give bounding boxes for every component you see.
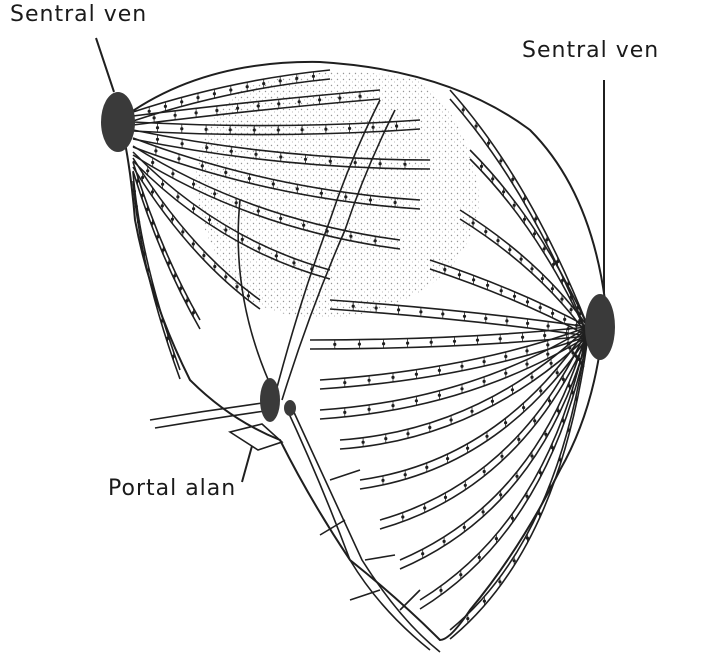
central-vein-left-shape <box>101 92 135 152</box>
leader-line-portal <box>242 446 252 482</box>
hepatocyte-cord <box>400 336 588 569</box>
hepatocyte-cord <box>310 327 588 340</box>
leader-line-left <box>96 38 114 92</box>
hepatocyte-cord <box>330 309 588 336</box>
portal-area-label: Portal alan <box>108 476 236 501</box>
hepatocyte-cord <box>380 327 588 520</box>
portal-duct-shape <box>284 400 296 416</box>
hepatocyte-cord <box>310 336 588 349</box>
central-vein-right-shape <box>585 294 615 360</box>
hepatocyte-cord <box>460 210 588 327</box>
central-vein-right-label: Sentral ven <box>522 38 659 63</box>
portal-vessel-shape <box>260 378 280 422</box>
hepatocyte-cord <box>360 327 588 480</box>
hepatocyte-cord <box>400 327 588 560</box>
central-vein-left-label: Sentral ven <box>10 2 147 27</box>
